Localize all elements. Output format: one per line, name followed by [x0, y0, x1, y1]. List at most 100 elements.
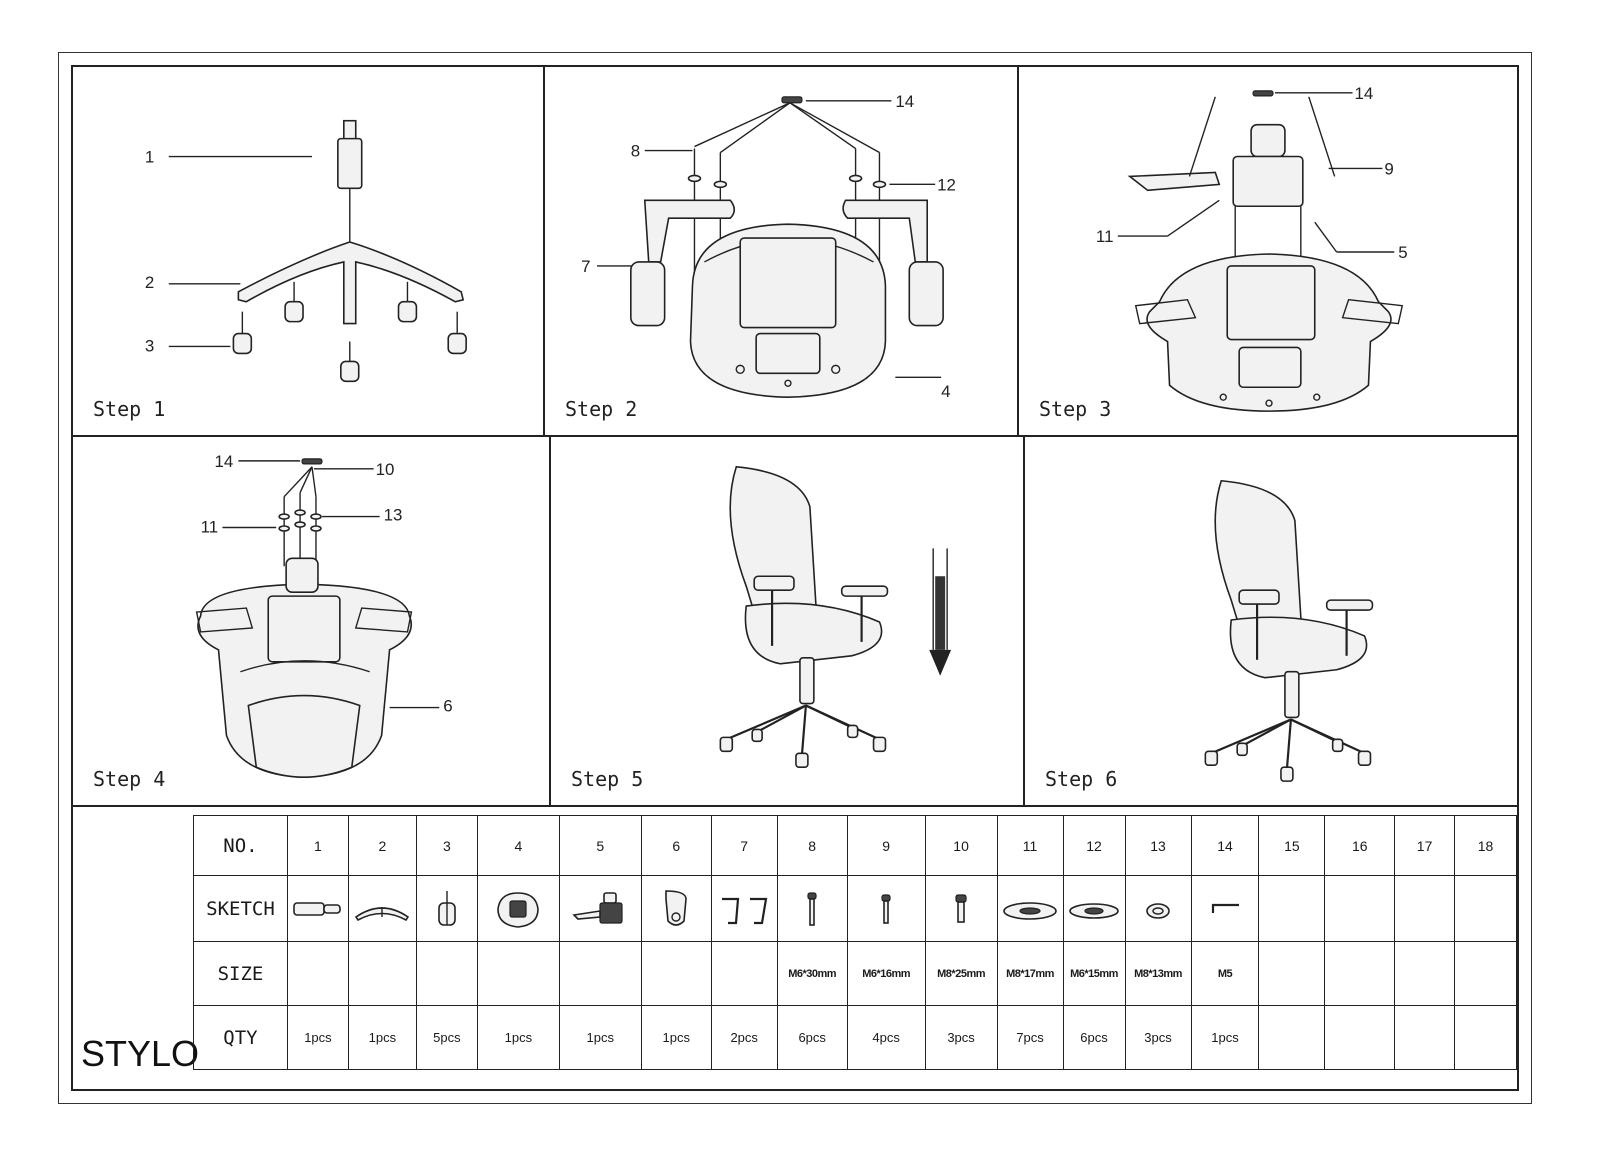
parts-list-section: STYLO NO. 1 2 3 4 5 6 7 8 9 10 11 12 13 …	[73, 807, 1517, 1089]
callout-14: 14	[895, 92, 914, 111]
part-size-13: M8*13mm	[1124, 941, 1192, 1006]
part-no-15: 15	[1258, 815, 1326, 876]
row-label-size: SIZE	[193, 941, 288, 1006]
callout-14: 14	[1355, 84, 1374, 103]
callout-11: 11	[1096, 227, 1114, 246]
step-4-label: Step 4	[93, 767, 166, 791]
base-icon	[237, 241, 465, 325]
part-qty-3: 5pcs	[415, 1005, 478, 1070]
step-2-diagram: 14 8 12 7 4	[581, 92, 956, 401]
part-no-10: 10	[924, 815, 998, 876]
step-1-label: Step 1	[93, 397, 166, 421]
part-size-9: M6*16mm	[846, 941, 926, 1006]
parts-table: NO. 1 2 3 4 5 6 7 8 9 10 11 12 13 14 15 …	[193, 815, 1517, 1070]
step-5-panel: Step 5	[551, 437, 1025, 807]
part-qty-18	[1454, 1005, 1517, 1070]
part-qty-1: 1pcs	[286, 1005, 349, 1070]
part-qty-10: 3pcs	[924, 1005, 998, 1070]
washer-icon	[996, 875, 1064, 942]
armrest-icon	[630, 199, 944, 327]
step-3-panel: 14 9 11 5 Step 3	[1019, 67, 1519, 437]
part-size-7	[710, 941, 778, 1006]
callout-12: 12	[937, 175, 956, 194]
callout-4: 4	[941, 382, 950, 401]
part-no-16: 16	[1324, 815, 1396, 876]
hex-key-icon	[1190, 875, 1260, 942]
callout-6: 6	[443, 697, 452, 716]
bolt-icon	[776, 875, 848, 942]
armrest-icon	[710, 875, 778, 942]
part-no-6: 6	[640, 815, 712, 876]
step-6-label: Step 6	[1045, 767, 1118, 791]
table-row-no: NO. 1 2 3 4 5 6 7 8 9 10 11 12 13 14 15 …	[193, 815, 1517, 876]
empty-sketch-15	[1258, 875, 1326, 942]
part-qty-7: 2pcs	[710, 1005, 778, 1070]
backrest-icon	[640, 875, 712, 942]
part-size-11: M8*17mm	[996, 941, 1064, 1006]
step-4-diagram: 14 10 11 13 6	[195, 452, 453, 778]
seat-icon	[1134, 253, 1404, 412]
part-no-7: 7	[710, 815, 778, 876]
part-size-1	[286, 941, 349, 1006]
callout-3: 3	[145, 336, 154, 355]
part-size-18	[1454, 941, 1517, 1006]
office-chair-icon	[719, 465, 889, 769]
step-6-diagram	[1204, 479, 1374, 782]
base-icon	[347, 875, 417, 942]
part-size-5	[558, 941, 642, 1006]
brand-name: STYLO	[81, 1033, 200, 1074]
part-qty-14: 1pcs	[1190, 1005, 1260, 1070]
part-size-3	[415, 941, 478, 1006]
part-size-6	[640, 941, 712, 1006]
row-label-sketch: SKETCH	[193, 875, 288, 942]
washer-icon	[1062, 875, 1126, 942]
step-2-panel: 14 8 12 7 4	[545, 67, 1019, 437]
part-size-15	[1258, 941, 1326, 1006]
callout-1: 1	[145, 147, 154, 166]
spring-washer-icon	[1124, 875, 1192, 942]
part-size-14: M5	[1190, 941, 1260, 1006]
seat-icon	[689, 223, 887, 399]
part-no-3: 3	[415, 815, 478, 876]
part-no-5: 5	[558, 815, 642, 876]
bolt-icon	[846, 875, 926, 942]
callout-13: 13	[384, 506, 403, 525]
step-1-diagram: 1 2 3	[145, 119, 467, 383]
callout-5: 5	[1398, 243, 1407, 262]
backrest-icon	[195, 557, 413, 778]
table-row-qty: QTY 1pcs 1pcs 5pcs 1pcs 1pcs 1pcs 2pcs 6…	[193, 1005, 1517, 1070]
callout-7: 7	[581, 257, 590, 276]
table-row-sketch: SKETCH	[193, 875, 1517, 942]
part-no-2: 2	[347, 815, 417, 876]
seat-icon	[476, 875, 560, 942]
gas-lift-icon	[337, 119, 363, 243]
step-3-label: Step 3	[1039, 397, 1112, 421]
part-qty-2: 1pcs	[347, 1005, 417, 1070]
callout-14: 14	[215, 452, 234, 471]
part-no-17: 17	[1394, 815, 1455, 876]
empty-sketch-18	[1454, 875, 1517, 942]
callout-10: 10	[376, 460, 395, 479]
part-size-17	[1394, 941, 1455, 1006]
step-5-diagram	[719, 465, 952, 769]
sheet-inner-frame: 1 2 3 Step 1	[71, 65, 1519, 1091]
part-qty-15	[1258, 1005, 1326, 1070]
part-no-14: 14	[1190, 815, 1260, 876]
part-no-11: 11	[996, 815, 1064, 876]
step-5-label: Step 5	[571, 767, 644, 791]
part-size-10: M8*25mm	[924, 941, 998, 1006]
instruction-sheet: 1 2 3 Step 1	[58, 52, 1532, 1104]
part-qty-8: 6pcs	[776, 1005, 848, 1070]
step-3-diagram: 14 9 11 5	[1096, 84, 1408, 412]
part-qty-13: 3pcs	[1124, 1005, 1192, 1070]
caster-icon	[232, 281, 467, 383]
empty-sketch-17	[1394, 875, 1455, 942]
part-no-18: 18	[1454, 815, 1517, 876]
bolt-icon	[278, 466, 322, 567]
part-size-12: M6*15mm	[1062, 941, 1126, 1006]
callout-9: 9	[1384, 159, 1393, 178]
row-label-qty: QTY	[193, 1005, 288, 1070]
part-size-16	[1324, 941, 1396, 1006]
part-qty-11: 7pcs	[996, 1005, 1064, 1070]
table-row-size: SIZE M6*30mm M6*16mm M8*25mm M8*17mm M6*…	[193, 941, 1517, 1006]
